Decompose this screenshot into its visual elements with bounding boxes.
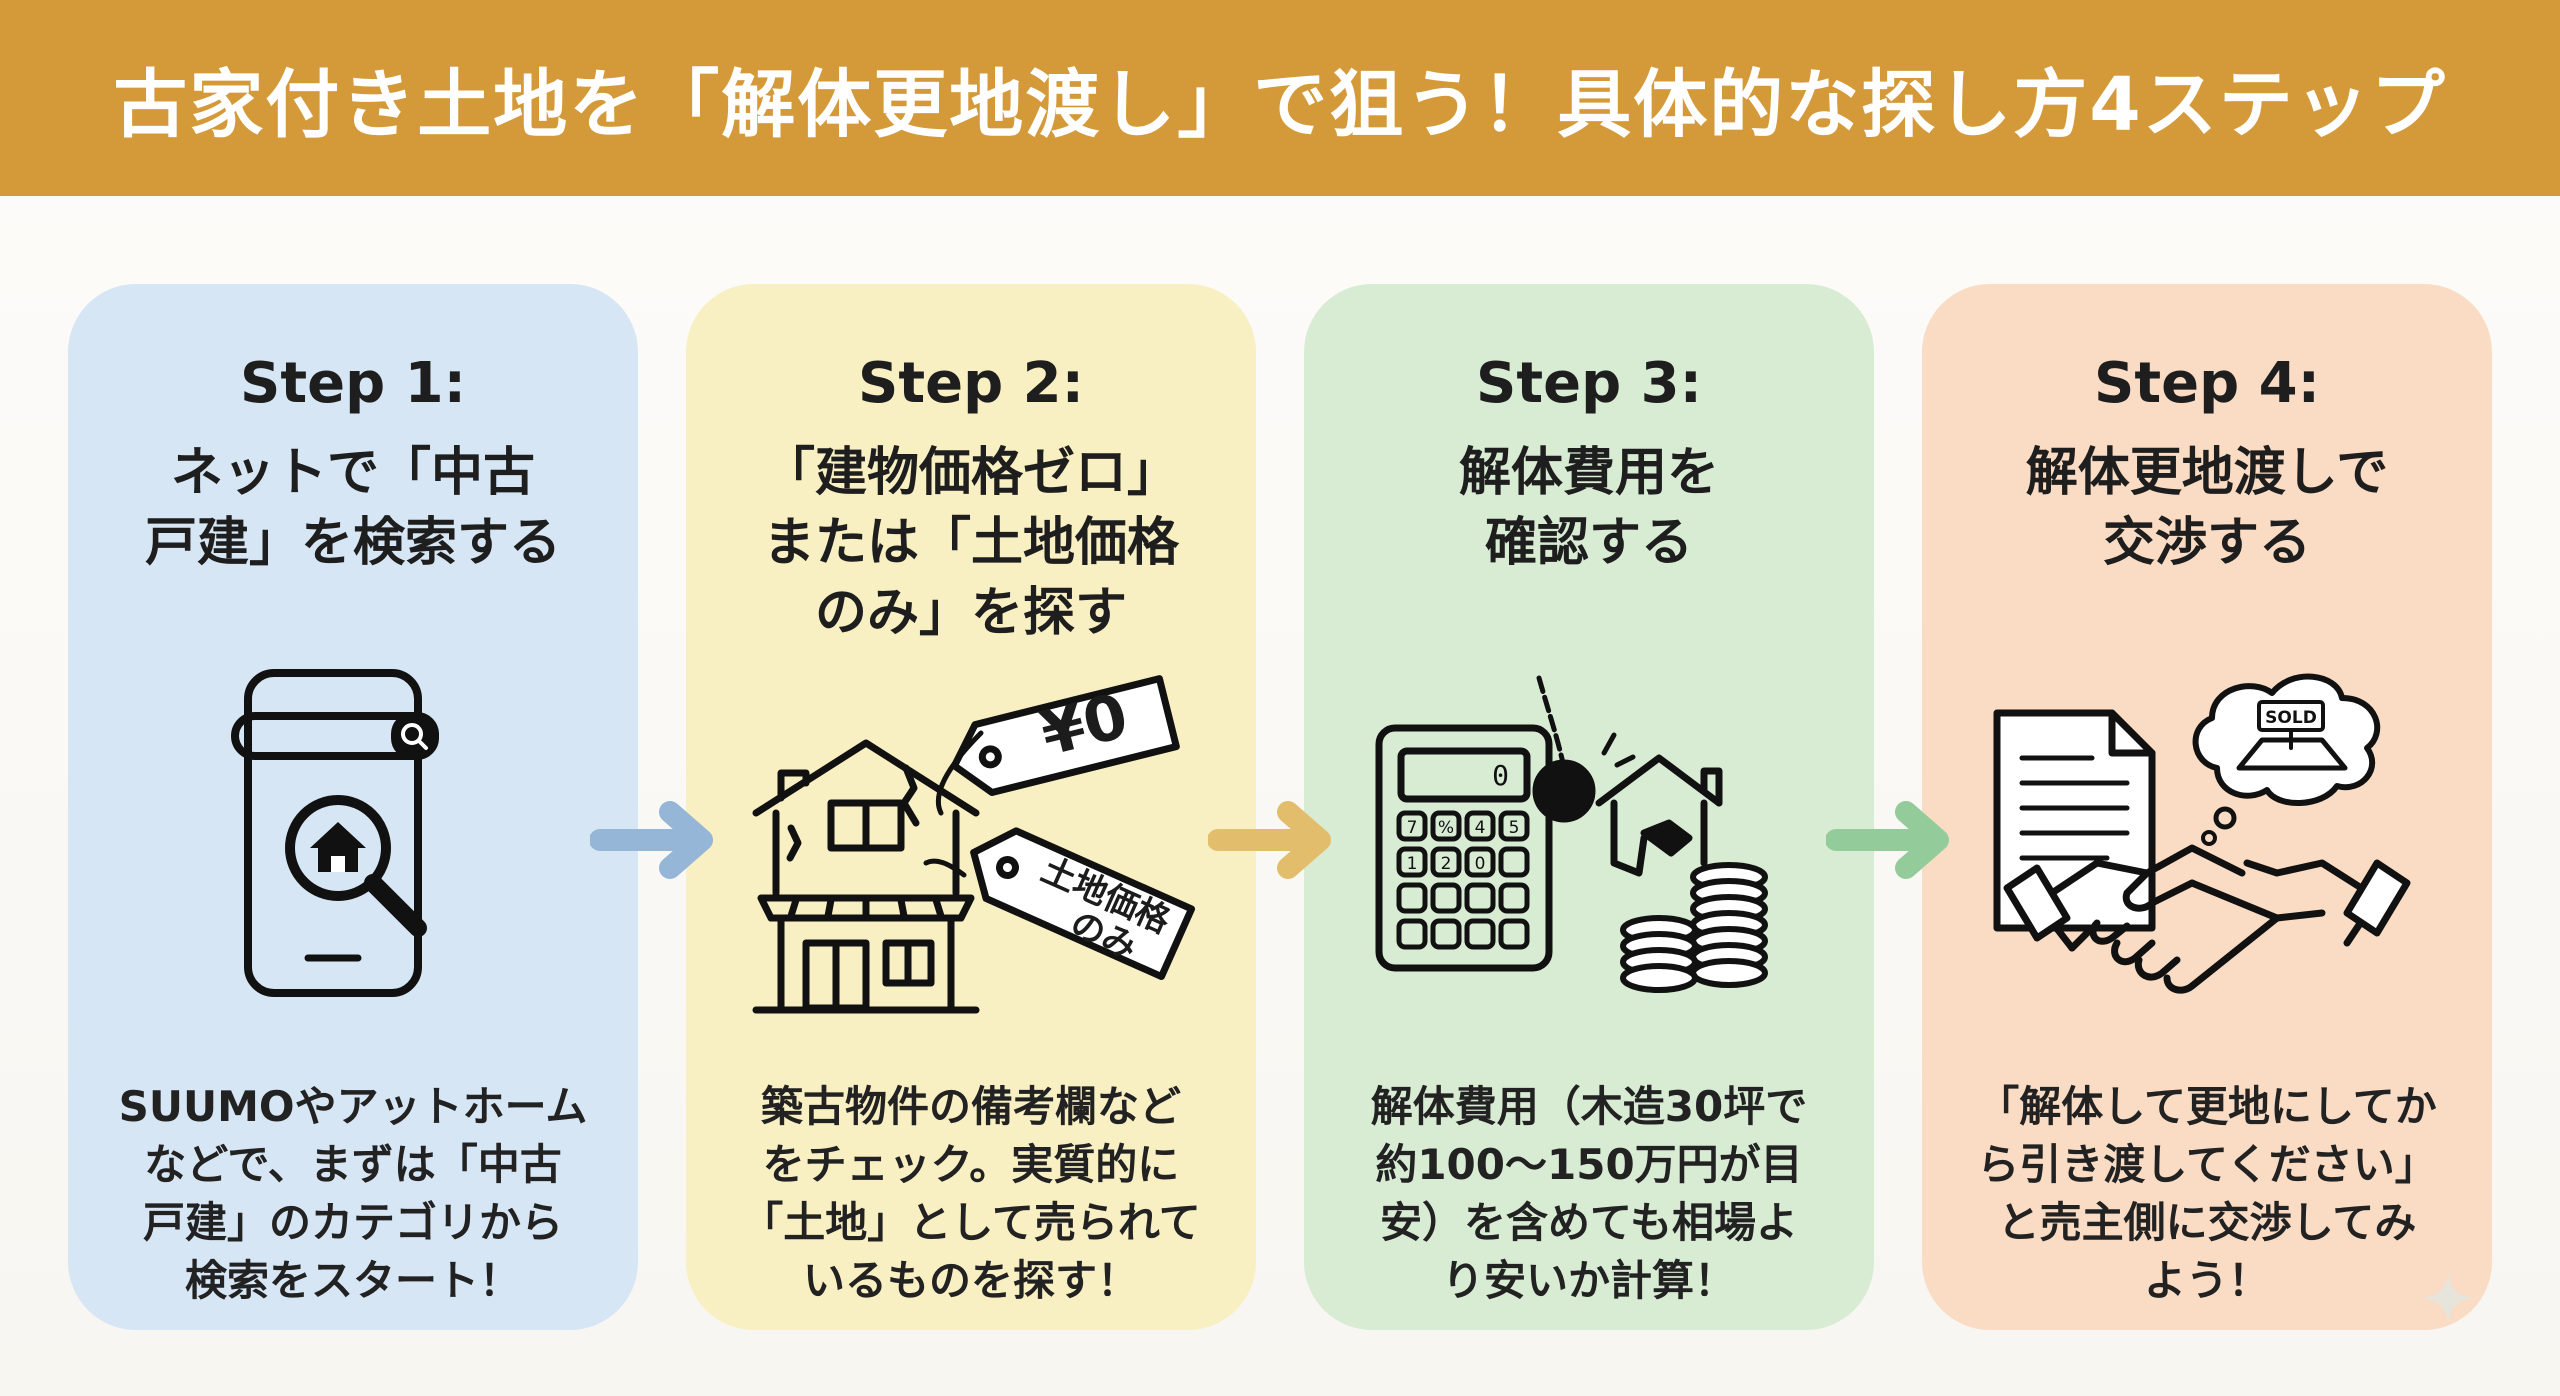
step-description-line: ら引き渡してください」	[1977, 1140, 2437, 1189]
calculator-key-label: 2	[1441, 854, 1452, 874]
step-label: Step 4:	[2093, 351, 2321, 416]
calculator-key	[1464, 810, 1496, 842]
calculator-key	[1396, 918, 1428, 950]
step-description-line: 安）を含めても相場よ	[1380, 1198, 1798, 1247]
calculator-key-label: 0	[1475, 854, 1486, 874]
step-description-line: SUUMOやアットホーム	[118, 1082, 588, 1131]
step-description-line: をチェック。実質的に	[762, 1140, 1180, 1189]
coin	[1690, 958, 1768, 988]
step-description-line: 解体費用（木造30坪で	[1370, 1082, 1808, 1131]
arrow-right-icon	[1208, 801, 1331, 879]
calculator-key	[1498, 810, 1530, 842]
step-description-line: よう！	[2143, 1256, 2270, 1305]
step-heading: ネットで「中古 戸建」を検索する	[103, 438, 603, 648]
step-description-line: り安いか計算！	[1441, 1256, 1736, 1305]
calculator-key	[1396, 846, 1428, 878]
step-description-line: 約100〜150万円が目	[1375, 1140, 1803, 1189]
step-heading-line: 戸建」を検索する	[144, 513, 561, 573]
step-description-line: いるものを探す！	[802, 1256, 1139, 1305]
step-description-line: 「解体して更地にしてか	[1977, 1082, 2437, 1131]
step-heading: 解体更地渡しで 交渉する	[1957, 438, 2457, 648]
calculator-key	[1464, 882, 1496, 914]
calculator-key	[1396, 810, 1428, 842]
step-label: Step 2:	[857, 351, 1085, 416]
document-handshake-sold-icon: SOLD	[1957, 648, 2457, 1028]
step-card-4: Step 4: 解体更地渡しで 交渉する SO	[1922, 284, 2492, 1330]
step-heading: 解体費用を 確認する	[1339, 438, 1839, 648]
page-title: 古家付き土地を「解体更地渡し」で狙う！具体的な探し方4ステップ	[113, 61, 2447, 148]
calculator-key	[1396, 882, 1428, 914]
step-description: 築古物件の備考欄など をチェック。実質的に 「土地」として売られて いるものを探…	[711, 1078, 1231, 1310]
calculator-key	[1430, 810, 1462, 842]
calculator-key-label: %	[1438, 818, 1454, 838]
step-description: 「解体して更地にしてか ら引き渡してください」 と売主側に交渉してみ よう！	[1947, 1078, 2467, 1310]
step-heading-line: 解体費用を	[1458, 443, 1719, 503]
step-heading-line: 解体更地渡しで	[2025, 443, 2389, 503]
step-description: SUUMOやアットホーム などで、まずは「中古 戸建」のカテゴリから 検索をスタ…	[93, 1078, 613, 1310]
step-description-line: などで、まずは「中古	[144, 1140, 562, 1189]
step-description-line: 戸建」のカテゴリから	[142, 1198, 563, 1247]
step-card-2: Step 2: 「建物価格ゼロ」 または「土地価格 のみ」を探す	[686, 284, 1256, 1330]
step-heading: 「建物価格ゼロ」 または「土地価格 のみ」を探す	[721, 438, 1221, 648]
step-heading-line: 「建物価格ゼロ」	[762, 443, 1179, 503]
sparkle-icon	[2422, 1272, 2474, 1324]
calculator-key	[1464, 846, 1496, 878]
step-label: Step 1:	[239, 351, 467, 416]
step-description: 解体費用（木造30坪で 約100〜150万円が目 安）を含めても相場よ り安いか…	[1329, 1078, 1849, 1310]
coin	[1620, 963, 1698, 993]
step-heading-line: のみ」を探す	[814, 583, 1127, 643]
sold-sign-label: SOLD	[2265, 708, 2317, 728]
calculator-key-label: 1	[1407, 854, 1418, 874]
calculator-key	[1464, 918, 1496, 950]
calculator-key-label: 7	[1407, 818, 1418, 838]
step-heading-line: 交渉する	[2102, 513, 2311, 573]
step-description-line: 築古物件の備考欄など	[760, 1082, 1181, 1131]
calculator-demolition-coins-icon: 0 7% 4 5 1 2 0	[1339, 648, 1839, 1028]
calculator-key	[1430, 846, 1462, 878]
old-house-price-tag-icon: ¥0 土地価格 のみ	[721, 648, 1221, 1028]
step-label: Step 3:	[1475, 351, 1703, 416]
calculator-key	[1498, 918, 1530, 950]
calculator-key	[1430, 882, 1462, 914]
step-description-line: 検索をスタート！	[184, 1256, 521, 1305]
title-banner: 古家付き土地を「解体更地渡し」で狙う！具体的な探し方4ステップ	[0, 0, 2560, 196]
step-heading-line: 確認する	[1484, 513, 1693, 573]
calculator-key	[1498, 882, 1530, 914]
arrow-right-icon	[1826, 801, 1949, 879]
calculator-key	[1430, 918, 1462, 950]
step-description-line: 「土地」として売られて	[741, 1198, 1201, 1247]
step-description-line: と売主側に交渉してみ	[1997, 1198, 2417, 1247]
smartphone-house-search-icon	[103, 648, 603, 1028]
step-heading-line: ネットで「中古	[170, 443, 535, 503]
calculator-display: 0	[1492, 759, 1509, 792]
calculator-key-label: 4	[1475, 818, 1486, 838]
step-card-3: Step 3: 解体費用を 確認する 0 7% 4 5 1 2 0	[1304, 284, 1874, 1330]
step-card-1: Step 1: ネットで「中古 戸建」を検索する SUUMOやアットホーム など…	[68, 284, 638, 1330]
step-heading-line: または「土地価格	[762, 513, 1179, 573]
calculator-key	[1498, 846, 1530, 878]
arrow-right-icon	[590, 801, 713, 879]
calculator-key-label: 5	[1509, 818, 1520, 838]
